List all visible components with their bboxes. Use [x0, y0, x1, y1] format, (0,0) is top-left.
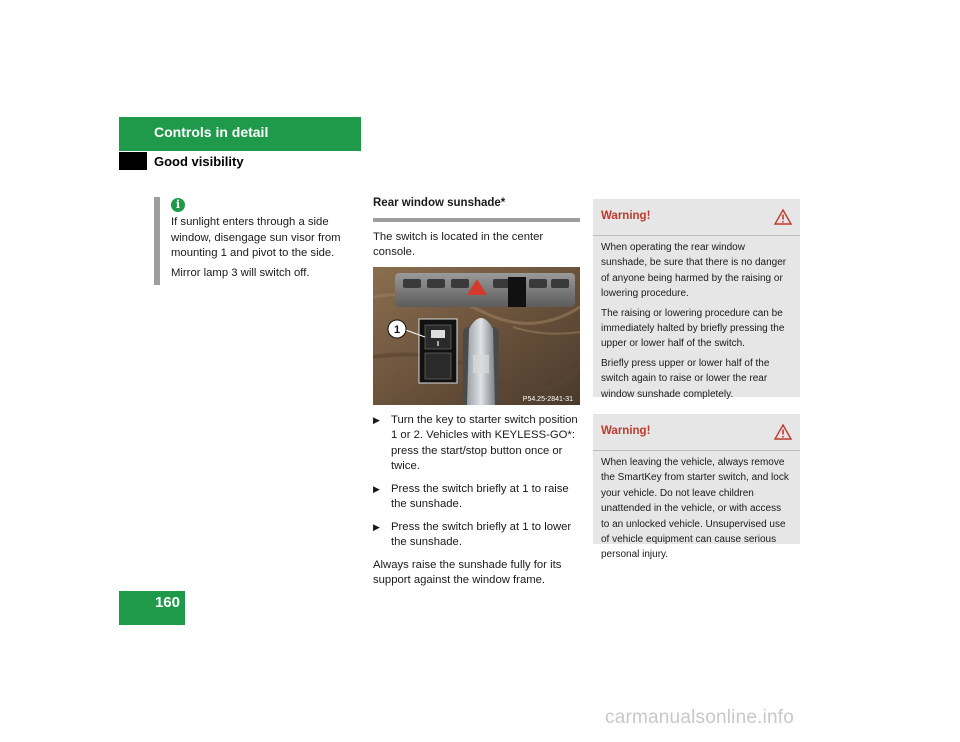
header-band — [119, 117, 361, 151]
image-code: P54.25-2841-31 — [523, 396, 573, 403]
info-paragraph: If sunlight enters through a side window… — [171, 216, 341, 259]
list-item: ▶Press the switch briefly at 1 to raise … — [373, 482, 569, 511]
main-column: Rear window sunshade* The switch is loca… — [373, 196, 580, 595]
warning-triangle-icon — [774, 424, 792, 440]
center-console-photo: 1 P54.25-2841-31 — [373, 266, 580, 405]
page-number: 160 — [154, 594, 180, 611]
warning-paragraph: The raising or lowering procedure can be… — [601, 307, 785, 350]
page-number-box: 160 — [119, 591, 185, 625]
instruction-list: ▶Turn the key to starter switch position… — [373, 413, 580, 551]
warning-title: Warning! — [601, 210, 651, 223]
warning-paragraph: When operating the rear window sunshade,… — [601, 242, 787, 300]
bullet-arrow-icon: ▶ — [373, 414, 380, 425]
warning-title: Warning! — [601, 425, 651, 438]
warning-triangle-icon — [774, 209, 792, 225]
bullet-arrow-icon: ▶ — [373, 483, 380, 494]
closing-paragraph: Always raise the sunshade fully for its … — [373, 558, 562, 587]
warning-header: Warning! — [593, 414, 800, 451]
warning-box: Warning! When operating the rear window … — [593, 199, 800, 400]
section-title: Rear window sunshade* — [373, 197, 506, 209]
list-item: ▶Press the switch briefly at 1 to lower … — [373, 520, 572, 549]
section-intro: The switch is located in the center cons… — [373, 230, 544, 259]
callout-number: 1 — [394, 324, 400, 336]
header-marker — [119, 152, 147, 170]
warning-paragraph: Briefly press upper or lower half of the… — [601, 357, 770, 400]
section-subtitle: Good visibility — [154, 154, 244, 169]
section-rule — [373, 217, 580, 222]
warning-body: When leaving the vehicle, always remove … — [593, 451, 800, 575]
info-sidebar-bar — [154, 197, 160, 285]
info-note: If sunlight enters through a side window… — [171, 215, 361, 285]
warning-header: Warning! — [593, 199, 800, 236]
console-illustration: 1 P54.25-2841-31 — [373, 266, 580, 405]
info-paragraph: Mirror lamp 3 will switch off. — [171, 266, 310, 279]
warning-box: Warning! When leaving the vehicle, alway… — [593, 414, 800, 560]
chapter-title: Controls in detail — [154, 124, 269, 140]
list-item: ▶Turn the key to starter switch position… — [373, 413, 578, 473]
bullet-arrow-icon: ▶ — [373, 521, 380, 532]
watermark: carmanualsonline.info — [605, 707, 795, 728]
warning-body: When operating the rear window sunshade,… — [593, 236, 800, 414]
warning-paragraph: When leaving the vehicle, always remove … — [601, 457, 789, 561]
info-icon: i — [171, 198, 185, 212]
